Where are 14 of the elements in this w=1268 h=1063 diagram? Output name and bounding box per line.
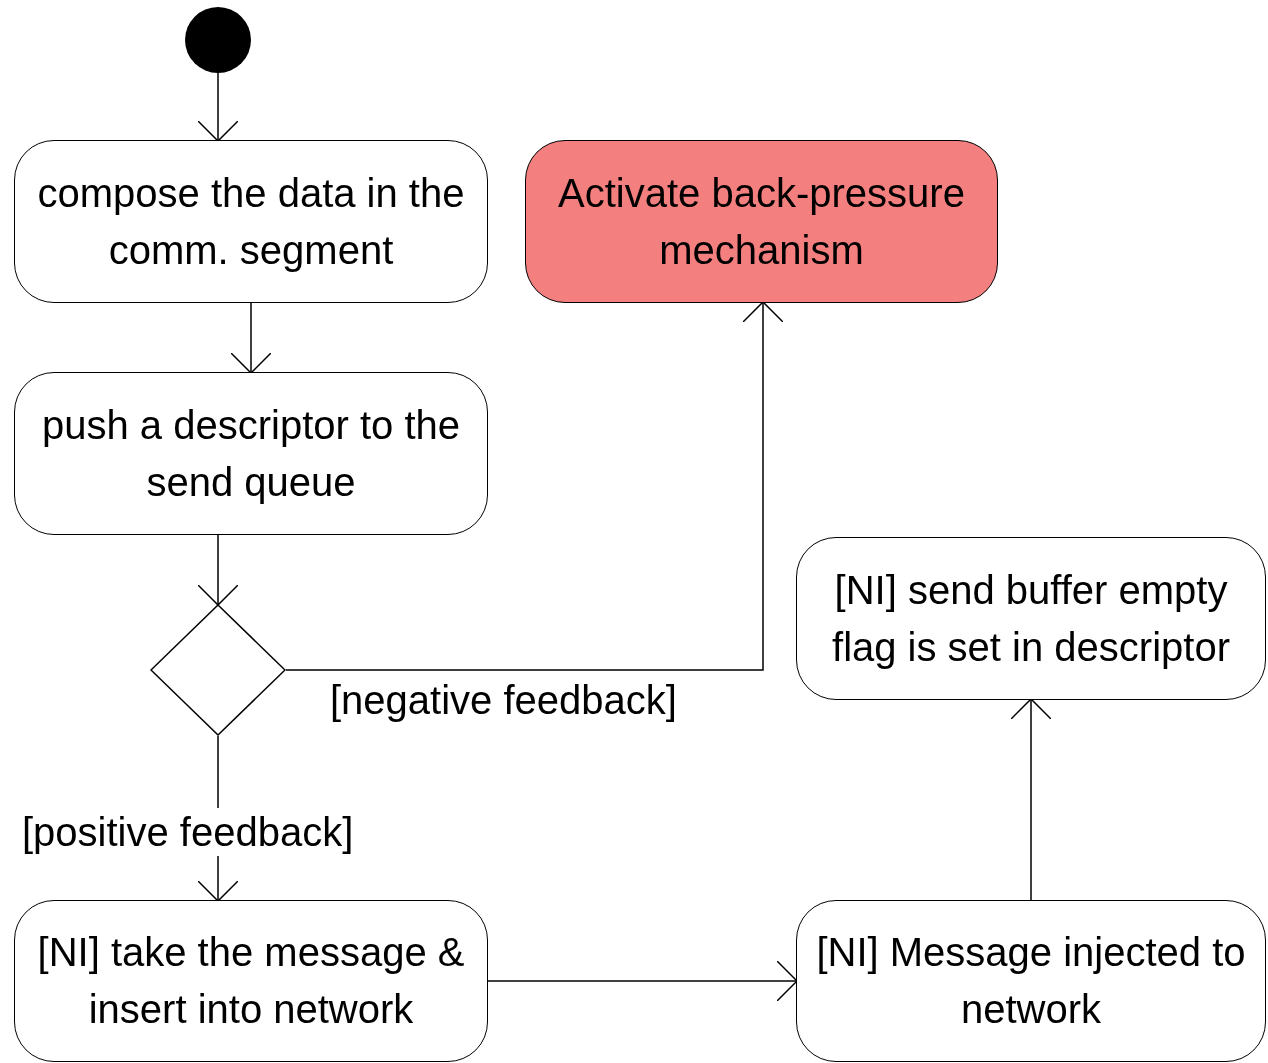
activity-box: Activate back-pressure mechanism <box>525 140 998 303</box>
activity-box: [NI] take the message & insert into network <box>14 900 488 1062</box>
activity-box: compose the data in the comm. segment <box>14 140 488 303</box>
activity-box: push a descriptor to the send queue <box>14 372 488 535</box>
arrow <box>197 534 239 606</box>
activity-box: [NI] Message injected to network <box>796 900 1266 1062</box>
edge-label: [positive feedback] <box>22 808 354 856</box>
arrow <box>285 301 784 671</box>
activity-box: [NI] send buffer empty flag is set in descriptor <box>796 537 1266 700</box>
arrow <box>197 72 239 142</box>
arrow <box>230 302 272 374</box>
arrow <box>487 960 798 1002</box>
arrow <box>1010 698 1052 901</box>
decision-diamond <box>150 604 286 736</box>
